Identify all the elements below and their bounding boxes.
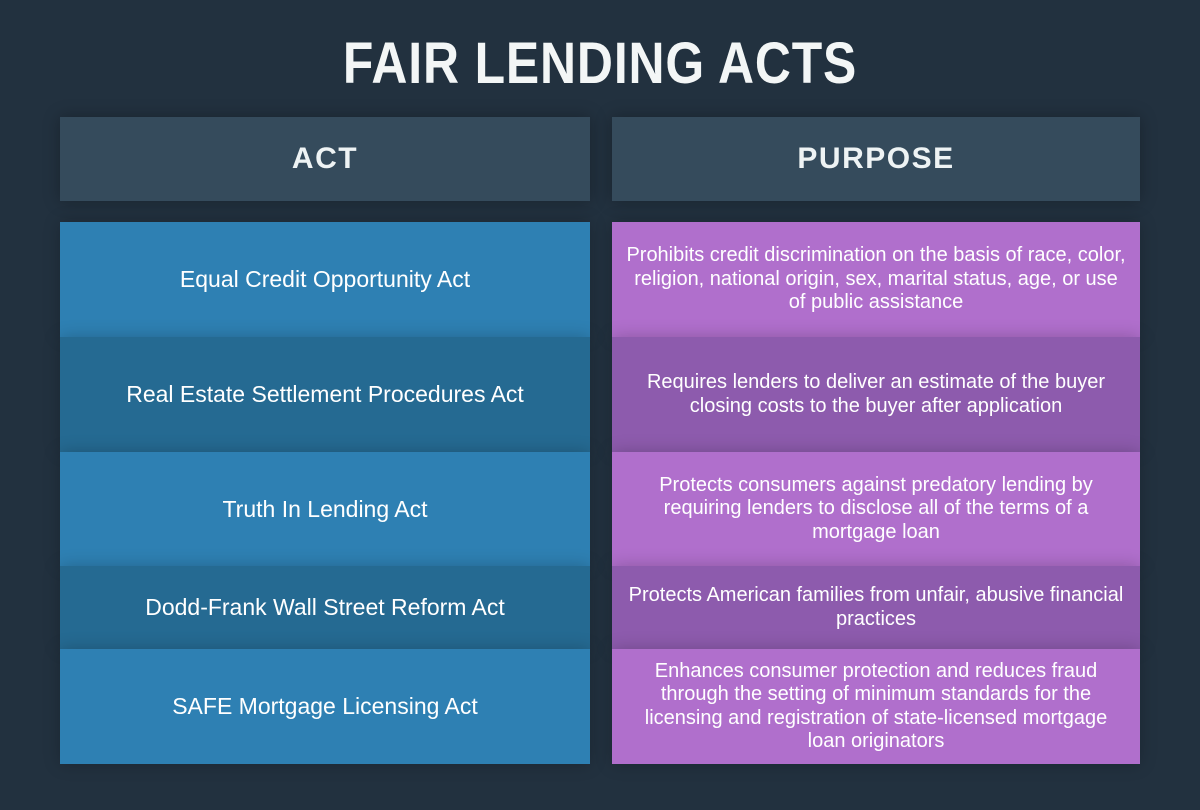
purpose-cell-dodd-frank: Protects American families from unfair, … — [612, 566, 1140, 649]
purpose-cell-respa: Requires lenders to deliver an estimate … — [612, 337, 1140, 452]
page-title: FAIR LENDING ACTS — [342, 31, 858, 96]
act-cell-dodd-frank: Dodd-Frank Wall Street Reform Act — [60, 566, 590, 649]
purpose-cell-safe-mortgage: Enhances consumer protection and reduces… — [612, 649, 1140, 764]
act-cell-safe-mortgage: SAFE Mortgage Licensing Act — [60, 649, 590, 764]
column-header-act: ACT — [60, 117, 590, 201]
act-cell-truth-in-lending: Truth In Lending Act — [60, 452, 590, 566]
purpose-cell-truth-in-lending: Protects consumers against predatory len… — [612, 452, 1140, 566]
purpose-cell-equal-credit-opportunity: Prohibits credit discrimination on the b… — [612, 222, 1140, 337]
act-cell-equal-credit-opportunity: Equal Credit Opportunity Act — [60, 222, 590, 337]
column-header-purpose: PURPOSE — [612, 117, 1140, 201]
act-cell-respa: Real Estate Settlement Procedures Act — [60, 337, 590, 452]
fair-lending-table: ACT PURPOSE Equal Credit Opportunity Act… — [60, 117, 1140, 764]
